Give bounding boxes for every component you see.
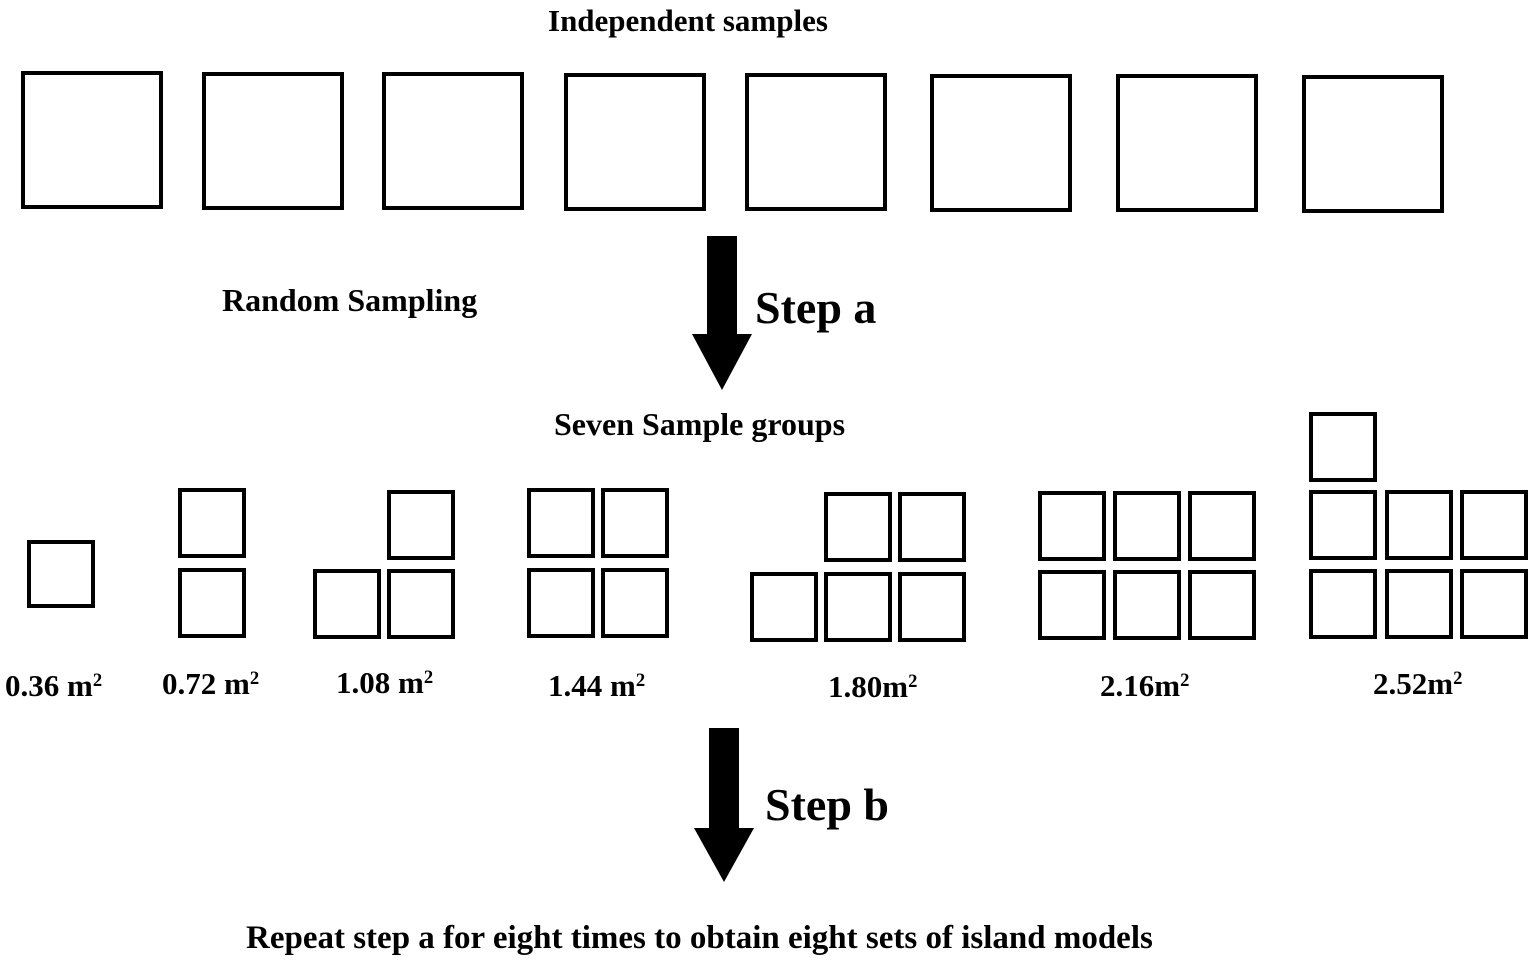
quadrat [527, 488, 595, 558]
step-a-arrow [692, 236, 752, 390]
quadrat [387, 490, 455, 560]
step-b-label: Step b [765, 779, 889, 830]
quadrat [898, 492, 966, 562]
independent-sample-square [382, 72, 524, 210]
quadrat [1188, 570, 1256, 640]
quadrat [1188, 491, 1256, 561]
quadrat [313, 569, 381, 639]
area-label-4: 1.44 m2 [548, 668, 646, 703]
quadrat [387, 569, 455, 639]
step-b-arrow [694, 728, 754, 882]
quadrat [1385, 569, 1453, 639]
area-label-1: 0.36 m2 [5, 668, 103, 703]
seven-sample-groups-title: Seven Sample groups [554, 406, 846, 442]
area-label-2: 0.72 m2 [162, 666, 260, 701]
independent-sample-square [745, 73, 887, 211]
quadrat [1460, 569, 1528, 639]
independent-sample-square [202, 72, 344, 210]
random-sampling-label: Random Sampling [222, 282, 478, 318]
quadrat [1309, 490, 1377, 560]
independent-sample-square [1116, 74, 1258, 212]
quadrat [601, 488, 669, 558]
quadrat [1385, 490, 1453, 560]
independent-sample-square [930, 74, 1072, 212]
area-label-3: 1.08 m2 [336, 665, 434, 700]
quadrat [1309, 412, 1377, 482]
quadrat [1309, 569, 1377, 639]
independent-sample-square [564, 73, 706, 211]
area-label-7: 2.52m2 [1373, 666, 1463, 701]
quadrat [1460, 490, 1528, 560]
quadrat [1113, 491, 1181, 561]
quadrat [27, 540, 95, 608]
quadrat [824, 572, 892, 642]
independent-samples-title: Independent samples [548, 3, 828, 38]
independent-sample-square [21, 71, 163, 209]
step-a-label: Step a [755, 282, 877, 333]
quadrat [178, 488, 246, 558]
quadrat [1038, 491, 1106, 561]
quadrat [527, 568, 595, 638]
quadrat [750, 572, 818, 642]
quadrat [1038, 570, 1106, 640]
quadrat [898, 572, 966, 642]
independent-sample-square [1302, 75, 1444, 213]
quadrat [1113, 570, 1181, 640]
area-label-5: 1.80m2 [828, 669, 918, 704]
repeat-instruction-caption: Repeat step a for eight times to obtain … [246, 920, 1153, 956]
quadrat [178, 568, 246, 638]
quadrat [824, 492, 892, 562]
quadrat [601, 568, 669, 638]
area-label-6: 2.16m2 [1100, 668, 1190, 703]
